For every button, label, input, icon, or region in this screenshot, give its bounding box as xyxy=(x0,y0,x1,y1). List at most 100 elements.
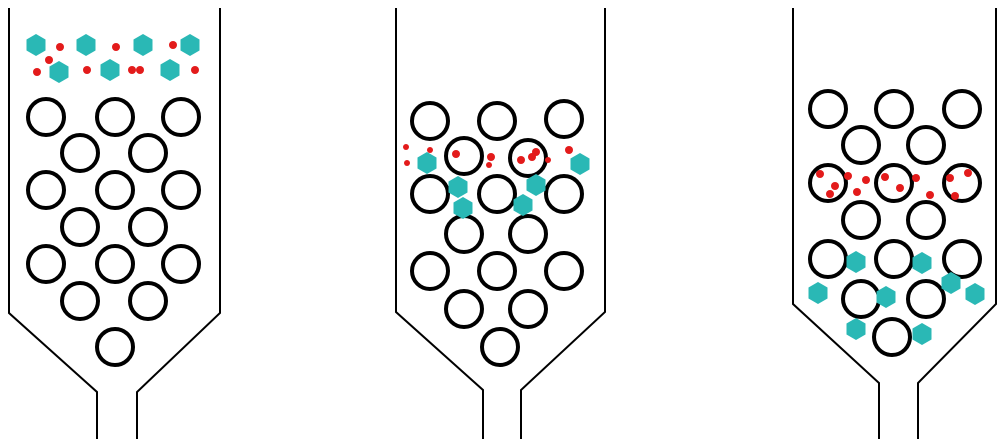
gel-bead xyxy=(906,200,946,240)
small-molecule xyxy=(964,169,972,177)
small-molecule xyxy=(896,184,904,192)
gel-bead xyxy=(544,174,584,214)
gel-bead xyxy=(444,214,484,254)
small-molecule xyxy=(517,156,525,164)
gel-bead xyxy=(508,214,548,254)
small-molecule xyxy=(56,43,64,51)
small-molecule xyxy=(881,173,889,181)
large-molecule xyxy=(448,176,468,198)
small-molecule xyxy=(816,170,824,178)
gel-bead xyxy=(477,251,517,291)
gel-bead xyxy=(841,125,881,165)
gel-bead xyxy=(410,101,450,141)
large-molecule xyxy=(941,272,961,294)
small-molecule xyxy=(452,150,460,158)
gel-bead xyxy=(841,200,881,240)
large-molecule xyxy=(912,323,932,345)
large-molecule xyxy=(26,34,46,56)
large-molecule xyxy=(808,282,828,304)
gel-bead xyxy=(942,239,982,279)
large-molecule xyxy=(876,286,896,308)
gel-bead xyxy=(128,281,168,321)
gel-bead xyxy=(161,244,201,284)
gel-bead xyxy=(60,133,100,173)
small-molecule xyxy=(831,182,839,190)
gel-bead xyxy=(808,89,848,129)
small-molecule xyxy=(951,192,959,200)
gel-bead xyxy=(60,281,100,321)
gel-bead xyxy=(942,89,982,129)
gel-bead xyxy=(872,317,912,357)
gel-bead xyxy=(874,89,914,129)
column-wall xyxy=(395,8,606,439)
gel-bead xyxy=(444,289,484,329)
small-molecule xyxy=(487,153,495,161)
small-molecule xyxy=(565,146,573,154)
large-molecule xyxy=(76,34,96,56)
small-molecule xyxy=(45,56,53,64)
small-molecule xyxy=(486,162,492,168)
small-molecule xyxy=(169,41,177,49)
small-molecule xyxy=(912,174,920,182)
gel-bead xyxy=(508,138,548,178)
gel-bead xyxy=(841,279,881,319)
small-molecule xyxy=(862,176,870,184)
small-molecule xyxy=(404,160,410,166)
small-molecule xyxy=(946,174,954,182)
gel-bead xyxy=(128,133,168,173)
large-molecule xyxy=(912,252,932,274)
small-molecule xyxy=(826,190,834,198)
small-molecule xyxy=(83,66,91,74)
small-molecule xyxy=(528,153,536,161)
gel-bead xyxy=(26,244,66,284)
gel-bead xyxy=(477,101,517,141)
column-panel-middle xyxy=(395,8,606,439)
small-molecule xyxy=(403,144,409,150)
column-wall xyxy=(792,8,997,439)
gel-bead xyxy=(808,239,848,279)
gel-bead xyxy=(26,97,66,137)
gel-bead xyxy=(480,327,520,367)
gel-bead xyxy=(95,327,135,367)
large-molecule xyxy=(846,251,866,273)
gel-bead xyxy=(874,239,914,279)
small-molecule xyxy=(844,172,852,180)
column-panel-end xyxy=(792,8,997,439)
small-molecule xyxy=(112,43,120,51)
gel-bead xyxy=(95,97,135,137)
large-molecule xyxy=(133,34,153,56)
large-molecule xyxy=(160,59,180,81)
small-molecule xyxy=(853,188,861,196)
gel-bead xyxy=(544,251,584,291)
small-molecule xyxy=(128,66,136,74)
gel-bead xyxy=(544,99,584,139)
large-molecule xyxy=(965,283,985,305)
gel-bead xyxy=(161,170,201,210)
small-molecule xyxy=(427,147,433,153)
gel-bead xyxy=(906,125,946,165)
gel-bead xyxy=(95,244,135,284)
gel-bead xyxy=(477,174,517,214)
large-molecule xyxy=(100,59,120,81)
gel-bead xyxy=(906,279,946,319)
gel-bead xyxy=(508,289,548,329)
gel-bead xyxy=(874,163,914,203)
small-molecule xyxy=(545,157,551,163)
large-molecule xyxy=(180,34,200,56)
gel-bead xyxy=(95,170,135,210)
gel-bead xyxy=(26,170,66,210)
small-molecule xyxy=(33,68,41,76)
large-molecule xyxy=(846,318,866,340)
gel-bead xyxy=(128,207,168,247)
gel-bead xyxy=(161,97,201,137)
large-molecule xyxy=(570,153,590,175)
small-molecule xyxy=(136,66,144,74)
column-wall xyxy=(8,8,221,439)
column-panel-start xyxy=(8,8,221,439)
gel-bead xyxy=(60,207,100,247)
gel-bead xyxy=(942,163,982,203)
small-molecule xyxy=(926,191,934,199)
gel-bead xyxy=(444,136,484,176)
large-molecule xyxy=(513,194,533,216)
